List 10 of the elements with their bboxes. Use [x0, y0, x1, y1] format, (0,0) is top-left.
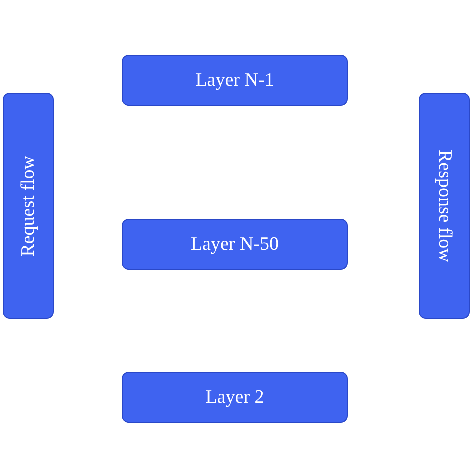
box-label: Layer N-1 [196, 70, 274, 92]
box-label: Layer N-50 [190, 234, 280, 256]
layer-box [122, 55, 348, 106]
layer-box [3, 93, 54, 319]
vertical-label: Request flow [18, 156, 40, 256]
box-label: Layer 2 [206, 386, 264, 408]
layer-box [122, 219, 348, 270]
vertical-label: Response flow [434, 150, 456, 262]
layer-box [122, 372, 348, 423]
layer-box [419, 93, 470, 319]
